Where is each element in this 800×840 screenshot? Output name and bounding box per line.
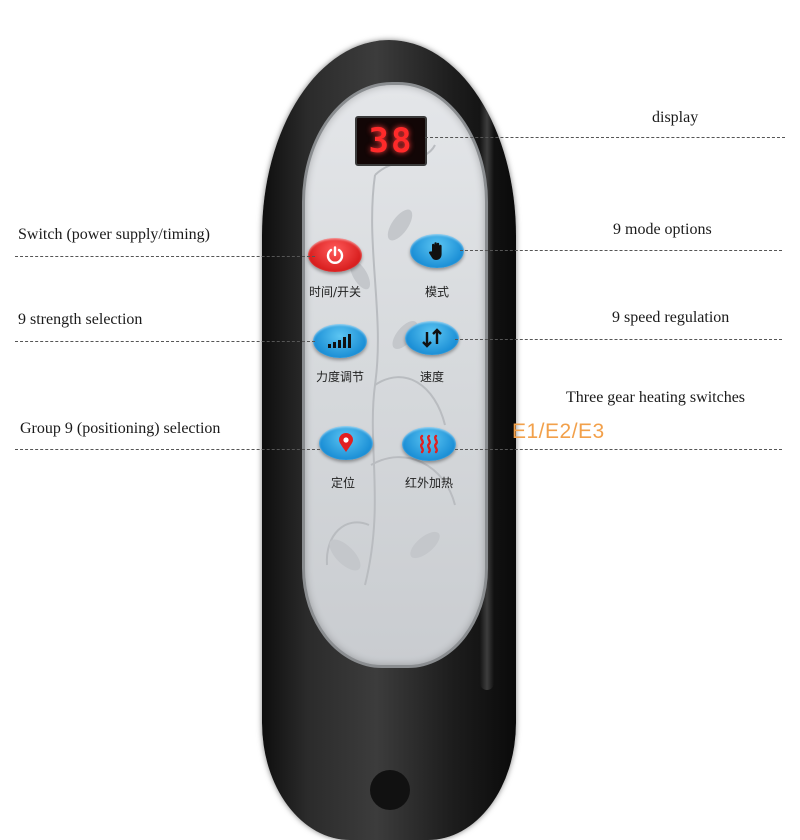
label-gears: E1/E2/E3 <box>512 420 605 443</box>
leader-speed <box>455 339 782 340</box>
hand-icon <box>429 242 442 260</box>
label-speed: 9 speed regulation <box>612 309 730 326</box>
position-button[interactable] <box>319 426 373 460</box>
label-group: Group 9 (positioning) selection <box>20 420 221 437</box>
led-display: 38 <box>355 116 427 166</box>
leader-strength <box>15 341 315 342</box>
control-panel <box>302 82 488 668</box>
label-heating: Three gear heating switches <box>566 389 746 406</box>
mode-button[interactable] <box>410 234 464 268</box>
leader-display <box>425 137 785 138</box>
leader-mode <box>460 250 782 251</box>
leader-heating <box>455 449 782 450</box>
location-pin-icon <box>339 433 353 452</box>
power-icon <box>326 246 344 264</box>
power-caption: 时间/开关 <box>308 285 362 299</box>
speed-button[interactable] <box>405 321 459 355</box>
leader-group <box>15 449 320 450</box>
power-timer-button[interactable] <box>308 238 362 272</box>
up-down-arrows-icon <box>422 328 442 348</box>
leader-switch <box>15 256 315 257</box>
heat-caption: 红外加热 <box>404 476 453 490</box>
mode-caption: 模式 <box>424 285 449 299</box>
strength-button[interactable] <box>313 324 367 358</box>
strength-caption: 力度调节 <box>315 370 364 384</box>
heat-waves-icon <box>419 434 439 454</box>
signal-bars-icon <box>328 334 351 348</box>
position-caption: 定位 <box>330 476 355 490</box>
label-mode: 9 mode options <box>613 221 712 238</box>
heat-button[interactable] <box>402 427 456 461</box>
label-strength: 9 strength selection <box>18 311 143 328</box>
label-switch: Switch (power supply/timing) <box>18 226 210 243</box>
speed-caption: 速度 <box>419 370 444 384</box>
label-display: display <box>652 109 699 126</box>
cable <box>370 770 410 810</box>
